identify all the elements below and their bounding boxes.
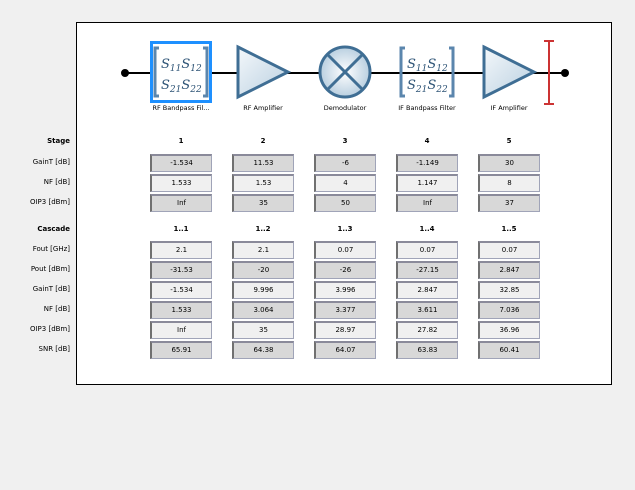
svg-text:S21S22: S21S22: [407, 78, 448, 95]
row-label: SNR [dB]: [38, 345, 70, 353]
svg-text:S11S12: S11S12: [161, 57, 202, 74]
cascade-value-cell: -26: [314, 261, 376, 279]
cascade-column-header: 1..5: [501, 225, 517, 233]
stage-column-header: 3: [342, 137, 348, 145]
cascade-value-cell: 2.1: [232, 241, 294, 259]
cascade-column-header: 1..3: [337, 225, 353, 233]
block-label: RF Amplifier: [243, 104, 283, 112]
block-label: RF Bandpass Fil...: [152, 104, 210, 112]
cascade-value-cell: 3.611: [396, 301, 458, 319]
stage-value-cell: -1.149: [396, 154, 458, 172]
cascade-value-cell: 63.83: [396, 341, 458, 359]
amplifier-icon: [236, 44, 292, 100]
rf-bandpass-filter-block[interactable]: S11S12 S21S22: [150, 41, 212, 103]
row-label: Fout [GHz]: [32, 245, 70, 253]
stage-value-cell: 4: [314, 174, 376, 192]
cascade-value-cell: 32.85: [478, 281, 540, 299]
cascade-value-cell: 64.38: [232, 341, 294, 359]
cascade-header: Cascade: [37, 225, 70, 233]
cascade-value-cell: 3.996: [314, 281, 376, 299]
cascade-value-cell: 64.07: [314, 341, 376, 359]
row-label: GainT [dB]: [32, 285, 70, 293]
row-label: GainT [dB]: [32, 158, 70, 166]
stage-value-cell: 37: [478, 194, 540, 212]
cascade-column-header: 1..2: [255, 225, 271, 233]
cascade-value-cell: 1.533: [150, 301, 212, 319]
cascade-value-cell: 0.07: [314, 241, 376, 259]
cascade-value-cell: 9.996: [232, 281, 294, 299]
stage-value-cell: 1.53: [232, 174, 294, 192]
stage-value-cell: -6: [314, 154, 376, 172]
block-label: IF Amplifier: [490, 104, 528, 112]
svg-text:S11S12: S11S12: [407, 57, 448, 74]
mixer-icon: [318, 45, 372, 99]
rf-amplifier-block[interactable]: [235, 44, 292, 100]
cascade-value-cell: 35: [232, 321, 294, 339]
stage-value-cell: 50: [314, 194, 376, 212]
cascade-value-cell: 2.847: [396, 281, 458, 299]
if-amplifier-block[interactable]: [481, 44, 538, 100]
stage-value-cell: 11.53: [232, 154, 294, 172]
cascade-value-cell: 3.064: [232, 301, 294, 319]
cascade-value-cell: 3.377: [314, 301, 376, 319]
svg-text:S21S22: S21S22: [161, 78, 202, 95]
cascade-value-cell: 2.1: [150, 241, 212, 259]
stage-value-cell: 1.147: [396, 174, 458, 192]
stage-column-header: 1: [178, 137, 184, 145]
stage-value-cell: 30: [478, 154, 540, 172]
stage-value-cell: Inf: [396, 194, 458, 212]
cascade-value-cell: 0.07: [478, 241, 540, 259]
cascade-column-header: 1..4: [419, 225, 435, 233]
cascade-value-cell: 60.41: [478, 341, 540, 359]
block-label: IF Bandpass Filter: [398, 104, 456, 112]
stage-value-cell: 35: [232, 194, 294, 212]
stage-value-cell: -1.534: [150, 154, 212, 172]
cascade-column-header: 1..1: [173, 225, 189, 233]
stage-column-header: 4: [424, 137, 430, 145]
cascade-value-cell: 0.07: [396, 241, 458, 259]
row-label: Pout [dBm]: [30, 265, 70, 273]
cascade-value-cell: 28.97: [314, 321, 376, 339]
cascade-value-cell: -1.534: [150, 281, 212, 299]
amplifier-icon: [482, 44, 538, 100]
cascade-value-cell: 36.96: [478, 321, 540, 339]
cascade-value-cell: 65.91: [150, 341, 212, 359]
stage-header: Stage: [47, 137, 70, 145]
cascade-value-cell: -27.15: [396, 261, 458, 279]
stage-column-header: 5: [506, 137, 512, 145]
if-bandpass-filter-block[interactable]: S11S12 S21S22: [399, 44, 455, 100]
stage-value-cell: 1.533: [150, 174, 212, 192]
cascade-value-cell: 27.82: [396, 321, 458, 339]
demodulator-block[interactable]: [317, 44, 373, 100]
cascade-value-cell: -20: [232, 261, 294, 279]
stage-value-cell: Inf: [150, 194, 212, 212]
row-label: NF [dB]: [43, 178, 70, 186]
stage-value-cell: 8: [478, 174, 540, 192]
cascade-value-cell: -31.53: [150, 261, 212, 279]
row-label: OIP3 [dBm]: [29, 325, 70, 333]
cascade-value-cell: 7.036: [478, 301, 540, 319]
stage-column-header: 2: [260, 137, 266, 145]
input-port[interactable]: [121, 69, 129, 77]
sparameter-matrix-icon: S11S12 S21S22: [153, 46, 209, 98]
cascade-value-cell: Inf: [150, 321, 212, 339]
output-port[interactable]: [561, 69, 569, 77]
block-label: Demodulator: [323, 104, 367, 112]
cascade-value-cell: 2.847: [478, 261, 540, 279]
row-label: NF [dB]: [43, 305, 70, 313]
output-probe-icon[interactable]: [542, 40, 556, 106]
sparameter-matrix-icon: S11S12 S21S22: [399, 46, 455, 98]
row-label: OIP3 [dBm]: [29, 198, 70, 206]
